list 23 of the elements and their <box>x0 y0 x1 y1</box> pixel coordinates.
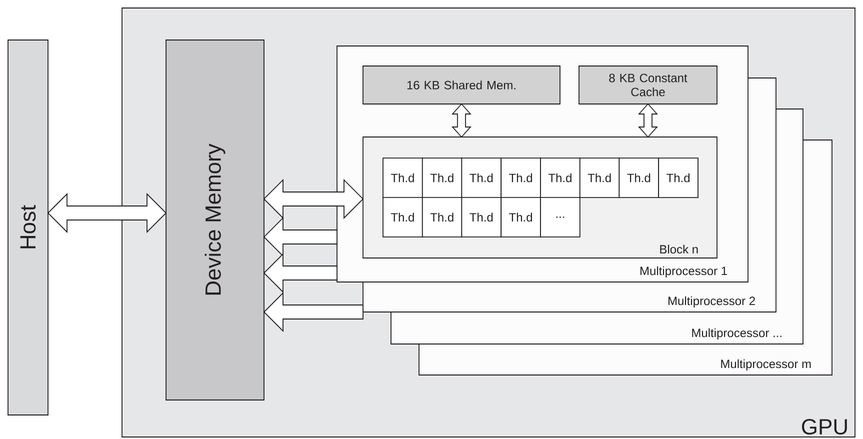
block-arrow <box>263 292 364 332</box>
thread-cell: Th.d <box>658 158 698 198</box>
thread-cell: ... <box>540 197 580 238</box>
thread-cell: Th.d <box>618 158 660 198</box>
node-label: Multiprocessor m <box>721 359 811 371</box>
thread-cell: Th.d <box>382 158 423 198</box>
thread-cell: Th.d <box>500 197 541 238</box>
thread-cell: Th.d <box>422 197 462 238</box>
thread-cell: Th.d <box>540 158 580 198</box>
thread-cell: Th.d <box>382 197 423 238</box>
thread-cell: Th.d <box>461 158 502 198</box>
host-box: Host <box>8 40 48 416</box>
thread-cell: Th.d <box>579 158 620 198</box>
block-arrow <box>263 216 338 258</box>
block-arrow <box>263 252 338 294</box>
thread-cell: Th.d <box>500 158 541 198</box>
thread-cell: Th.d <box>422 158 462 198</box>
thread-cell: Th.d <box>461 197 502 238</box>
node-label: Multiprocessor ... <box>692 328 782 340</box>
node-label: Multiprocessor 2 <box>668 296 755 308</box>
device-memory-box: Device Memory <box>166 40 264 400</box>
constant-cache-box: 8 KB Constant Cache <box>578 66 718 104</box>
shared-memory-box: 16 KB Shared Mem. <box>362 66 560 104</box>
